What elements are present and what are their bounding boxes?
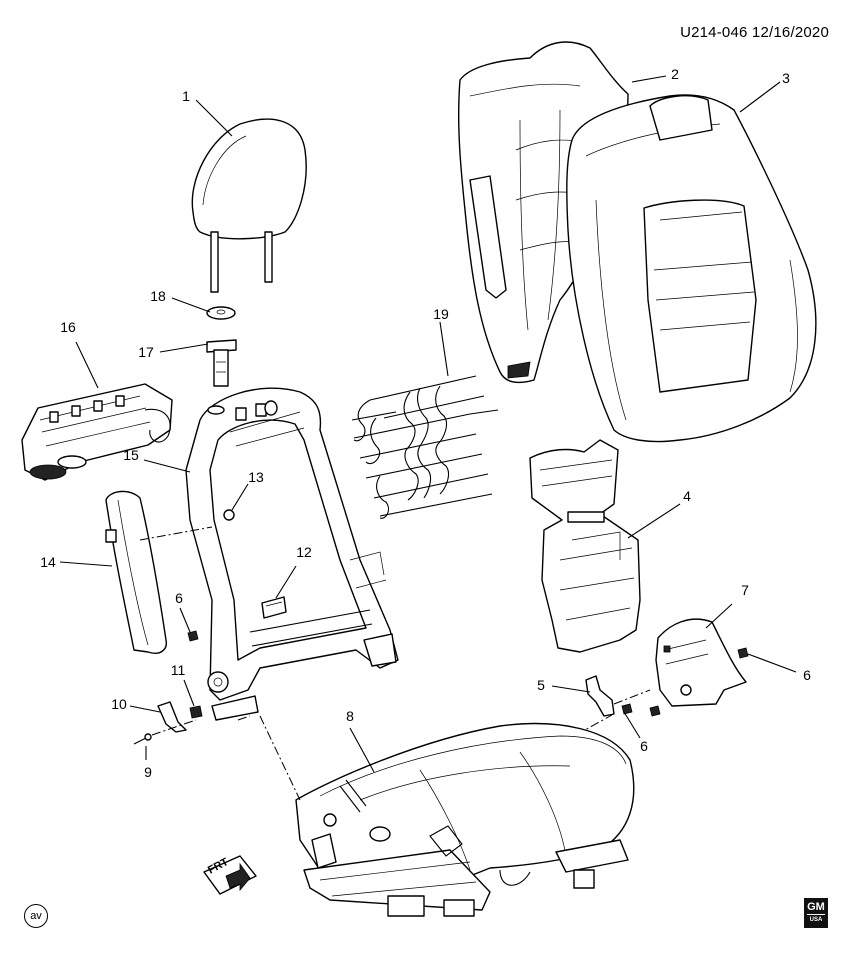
- frame-bracket: [261, 596, 287, 619]
- screw-9: [133, 719, 197, 745]
- callout-4: 4: [683, 488, 691, 504]
- headrest-guide: [206, 339, 237, 387]
- leader-lines: [59, 75, 797, 773]
- recliner-lever: [157, 701, 187, 733]
- bolt-11: [189, 705, 203, 719]
- front-direction-arrow: [203, 855, 257, 895]
- callout-11: 11: [170, 662, 186, 678]
- frame-clip: [223, 509, 235, 521]
- callout-16: 16: [60, 319, 76, 335]
- seat-trim-cover: [655, 618, 747, 707]
- gm-logo-letters: GM: [807, 901, 825, 915]
- seat-back-cover: [566, 94, 817, 443]
- callout-6-center: 6: [640, 738, 648, 754]
- callout-10: 10: [111, 696, 127, 712]
- callout-13: 13: [248, 469, 264, 485]
- seat-heater-pad: [529, 439, 641, 653]
- callout-15: 15: [123, 447, 139, 463]
- bolt-fastener-center: [621, 703, 661, 717]
- callout-17: 17: [138, 344, 154, 360]
- callout-19: 19: [433, 306, 449, 322]
- callout-9: 9: [144, 764, 152, 780]
- seat-back-frame: [185, 387, 399, 721]
- headrest-guide-washer: [206, 306, 236, 320]
- bolt-fastener-right: [737, 647, 749, 659]
- seat-module-assembly: [21, 383, 173, 481]
- callout-6-left: 6: [175, 590, 183, 606]
- spring-mat: [351, 375, 499, 519]
- seat-cushion-assembly: [237, 715, 635, 917]
- seat-bracket-5: [575, 675, 651, 736]
- callout-8: 8: [346, 708, 354, 724]
- callout-12: 12: [296, 544, 312, 560]
- gm-logo-sub: USA: [809, 917, 823, 923]
- bolt-fastener-left: [187, 630, 199, 642]
- callout-7: 7: [741, 582, 749, 598]
- callout-5: 5: [537, 677, 545, 693]
- av-badge: av: [24, 904, 48, 928]
- document-code: U214-046 12/16/2020: [680, 24, 829, 41]
- callout-2: 2: [671, 66, 679, 82]
- gm-logo: GM USA: [804, 898, 828, 928]
- callout-18: 18: [150, 288, 166, 304]
- callout-6-right: 6: [803, 667, 811, 683]
- side-trim-panel: [105, 490, 213, 654]
- callout-3: 3: [782, 70, 790, 86]
- headrest-part: [191, 118, 307, 293]
- callout-14: 14: [40, 554, 56, 570]
- callout-1: 1: [182, 88, 190, 104]
